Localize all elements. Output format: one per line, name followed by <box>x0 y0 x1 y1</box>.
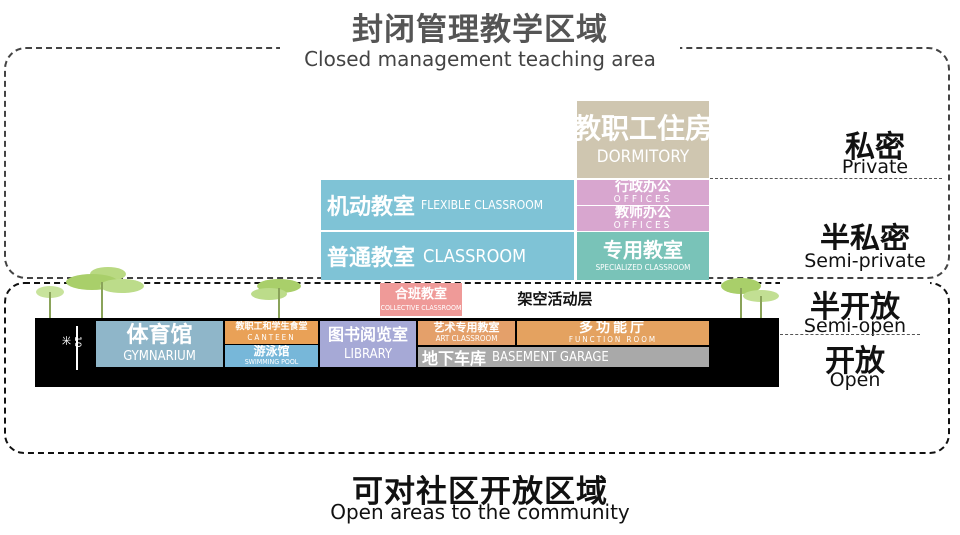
canteen-block: 教职工和学生食堂 CANTEEN <box>225 321 318 344</box>
flexible-classroom-block: 机动教室 FLEXIBLE CLASSROOM <box>321 180 574 230</box>
tree-right-icon <box>721 278 779 318</box>
stilts-floor-label: 架空活动层 <box>517 290 593 308</box>
level-semi-open-cn: 半开放 <box>780 282 930 326</box>
art-classroom-cn: 艺术专用教室 <box>433 321 500 334</box>
specialized-classroom-cn: 专用教室 <box>603 238 683 262</box>
private-divider-line <box>710 178 942 179</box>
flexible-classroom-cn: 机动教室 <box>327 195 416 220</box>
footer-title-cn: 可对社区开放区域 <box>352 474 608 510</box>
dormitory-cn: 教职工住房 <box>577 111 709 145</box>
gymnasium-en: GYMNARIUM <box>123 349 196 364</box>
header-title-cn: 封闭管理教学区域 <box>352 12 608 48</box>
classroom-cn: 普通教室 <box>327 246 416 271</box>
swimming-pool-block: 游泳馆 SWIMMING POOL <box>225 345 318 367</box>
dormitory-en: DORMITORY <box>596 146 690 167</box>
basement-garage-en: BASEMENT GARAGE <box>492 349 609 365</box>
teacher-offices-cn: 教师办公 <box>615 206 671 221</box>
classroom-block: 普通教室 CLASSROOM <box>321 232 574 280</box>
teacher-offices-en: OFFICES <box>613 220 673 231</box>
canteen-en: CANTEEN <box>247 333 296 342</box>
teacher-offices-block: 教师办公 OFFICES <box>577 206 709 231</box>
admin-offices-cn: 行政办公 <box>615 180 671 195</box>
basement-garage-cn: 地下车库 <box>422 349 487 367</box>
specialized-classroom-block: 专用教室 SPECIALIZED CLASSROOM <box>577 232 709 280</box>
swimming-pool-en: SWIMMING POOL <box>244 358 299 366</box>
level-open-en: Open <box>829 369 881 391</box>
tree-left-icon <box>36 267 144 320</box>
library-block: 图书阅览室 LIBRARY <box>320 321 416 367</box>
dormitory-block: 教职工住房 DORMITORY <box>577 101 709 178</box>
gymnasium-block: 体育馆 GYMNARIUM <box>96 321 223 367</box>
level-private-cn: 私密 <box>845 130 905 165</box>
dimension-label: 10米 <box>60 336 82 348</box>
open-zone-boundary <box>4 282 950 454</box>
level-private-en: Private <box>841 156 909 178</box>
function-room-cn: 多功能厅 <box>579 321 647 336</box>
function-room-en: FUNCTION ROOM <box>568 335 658 344</box>
footer-title-en: Open areas to the community <box>330 500 630 524</box>
canteen-cn: 教职工和学生食堂 <box>235 322 308 332</box>
library-cn: 图书阅览室 <box>327 325 408 344</box>
classroom-en: CLASSROOM <box>423 245 527 267</box>
dimension-line <box>76 326 78 370</box>
level-open-cn: 开放 <box>825 344 885 379</box>
swimming-pool-cn: 游泳馆 <box>253 345 290 358</box>
gymnasium-cn: 体育馆 <box>126 323 193 348</box>
collective-classroom-en: COLLECTIVE CLASSROOM <box>380 303 462 312</box>
level-semi-private-en: Semi-private <box>790 250 940 272</box>
specialized-classroom-en: SPECIALIZED CLASSROOM <box>595 263 691 272</box>
semi-open-divider-line <box>780 334 920 335</box>
admin-offices-block: 行政办公 OFFICES <box>577 180 709 205</box>
collective-classroom-block: 合班教室 COLLECTIVE CLASSROOM <box>380 283 462 316</box>
header-title-en: Closed management teaching area <box>280 47 680 71</box>
function-room-block: 多功能厅 FUNCTION ROOM <box>517 321 709 345</box>
level-semi-open-en: Semi-open <box>803 315 907 337</box>
collective-classroom-cn: 合班教室 <box>394 286 447 302</box>
tree-middle-icon <box>251 279 301 318</box>
art-classroom-block: 艺术专用教室 ART CLASSROOM <box>418 321 515 345</box>
admin-offices-en: OFFICES <box>613 194 673 205</box>
library-en: LIBRARY <box>343 347 392 362</box>
art-classroom-en: ART CLASSROOM <box>435 334 498 343</box>
basement-garage-block: 地下车库 BASEMENT GARAGE <box>418 347 709 367</box>
flexible-classroom-en: FLEXIBLE CLASSROOM <box>421 198 544 212</box>
